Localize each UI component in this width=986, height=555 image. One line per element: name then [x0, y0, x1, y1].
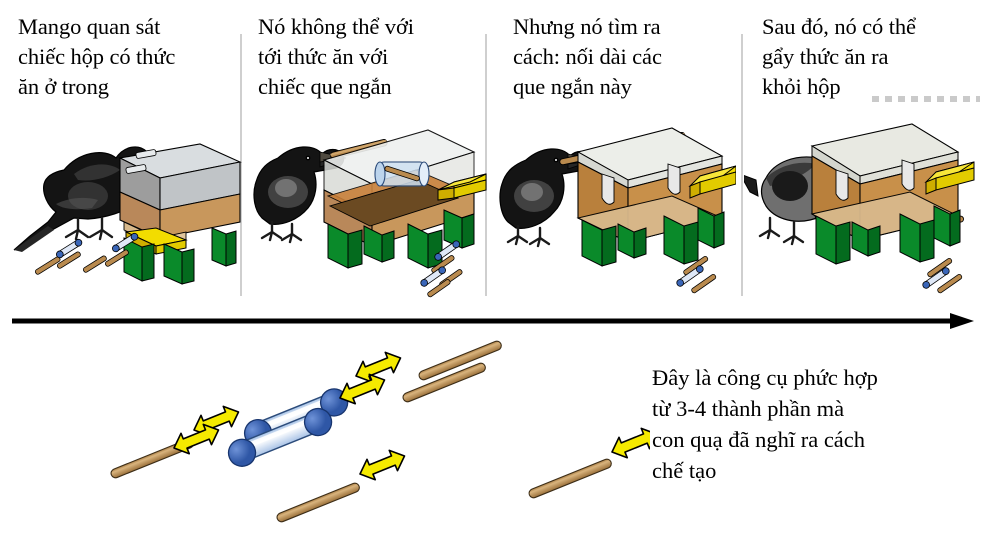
panel-divider-3 [741, 34, 743, 296]
scattered-tool-parts [922, 257, 963, 294]
puzzle-box-apparatus [322, 129, 487, 269]
barrel-connector-part [227, 407, 333, 467]
compound-tool-assembly-diagram [110, 340, 650, 523]
join-arrow-icon [339, 373, 386, 405]
panel-2-illustration [253, 129, 487, 298]
stick-part [276, 482, 360, 523]
food-tray [924, 161, 975, 195]
stick-part [528, 458, 612, 499]
food-tray [688, 165, 736, 199]
box-holes [835, 159, 915, 201]
assembly-row-1 [110, 340, 502, 479]
puzzle-box-apparatus [576, 127, 736, 267]
stick-part [402, 362, 486, 403]
join-arrow-icon [611, 427, 650, 459]
assembly-row-2 [173, 362, 486, 467]
scattered-tool-parts [34, 232, 139, 275]
transparent-tube-with-stick [374, 161, 430, 187]
food-tray [437, 173, 487, 201]
box-holes [601, 163, 681, 205]
panel-4-caption: Sau đó, nó có thể gẩy thức ăn ra khỏi hộ… [762, 14, 916, 99]
join-arrow-icon [355, 351, 402, 383]
join-arrow-icon [173, 423, 220, 455]
panel-divider-1 [240, 34, 242, 296]
stick-part [418, 340, 502, 381]
panel-3-illustration [499, 127, 736, 294]
panel-3-caption: Nhưng nó tìm ra cách: nối dài các que ng… [513, 14, 662, 99]
scattered-tool-parts [676, 255, 717, 294]
assembly-row-3 [276, 427, 650, 523]
timeline-arrowhead [950, 313, 974, 329]
caption-trailing-dash-artifact [872, 96, 980, 102]
puzzle-box-apparatus [118, 143, 242, 285]
scattered-tool-parts [420, 240, 463, 298]
panel-2-caption: Nó không thể với tới thức ăn với chiếc q… [258, 14, 414, 99]
bottom-caption: Đây là công cụ phức hợp từ 3-4 thành phầ… [652, 365, 878, 483]
panel-1-illustration [13, 143, 242, 285]
join-arrow-icon [359, 449, 406, 481]
puzzle-box-apparatus [810, 123, 975, 265]
panel-divider-2 [485, 34, 487, 296]
panel-4-illustration [744, 123, 975, 294]
panel-1-caption: Mango quan sát chiếc hộp có thức ăn ở tr… [18, 14, 176, 99]
timeline-arrow [12, 313, 974, 329]
